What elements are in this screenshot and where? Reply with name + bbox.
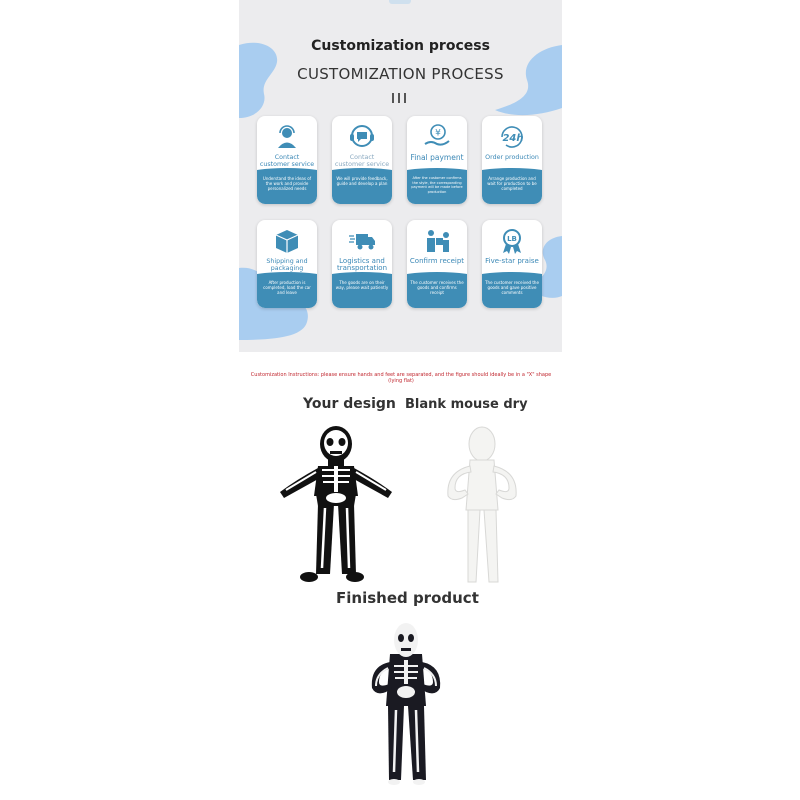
process-title: Customization process [311,38,490,54]
step-description-band: Arrange production and wait for producti… [482,168,542,204]
svg-text:¥: ¥ [435,129,441,139]
blank-mouse-dry-label: Blank mouse dry [405,397,528,412]
chat-bubble-icon [350,125,374,147]
courier-icon [427,230,449,252]
step-card-contact-service-1: Contact customer service Understand the … [257,116,317,204]
finished-product-label: Finished product [336,589,479,607]
step-description: The goods are on their way, please wait … [335,280,389,290]
step-description-band: After production is completed, load the … [257,272,317,308]
step-description: The customer receives the goods and conf… [410,280,464,295]
payment-hand-icon: ¥ [424,124,450,146]
step-label: Contact customer service [259,154,315,168]
step-label: Contact customer service [334,154,390,168]
clock-24h-icon: 24h [501,126,524,148]
finished-product-image [371,623,441,785]
badge-ribbon-icon: LB [503,229,521,254]
delivery-truck-icon [349,234,375,250]
step-description-band: We will provide feedback, guide and deve… [332,168,392,204]
package-box-icon [275,230,299,253]
step-description: We will provide feedback, guide and deve… [336,176,388,186]
step-description-band: After the customer confirms the style, t… [407,168,467,204]
process-subtitle: CUSTOMIZATION PROCESS [297,65,504,83]
step-label: Logistics and transportation [336,257,388,272]
step-card-five-star: LB Five-star praise The customer receive… [482,220,542,308]
step-card-order-production: 24h Order production Arrange production … [482,116,542,204]
step-description-band: The goods are on their way, please wait … [332,272,392,308]
step-label: Confirm receipt [409,257,465,265]
blank-figure-image [447,426,517,583]
customization-instructions: Customization Instructions: please ensur… [250,372,552,384]
step-description-band: The customer receives the goods and conf… [407,272,467,308]
step-description: After the customer confirms the style, t… [411,176,463,194]
step-card-confirm-receipt: Confirm receipt The customer receives th… [407,220,467,308]
your-design-label: Your design [303,396,396,412]
svg-text:24h: 24h [502,133,523,144]
customization-process-panel: Customization process CUSTOMIZATION PROC… [239,0,562,352]
step-card-contact-service-2: Contact customer service We will provide… [332,116,392,204]
step-description: The customer received the goods and gave… [485,280,539,295]
step-card-final-payment: ¥ Final payment After the customer confi… [407,116,467,204]
step-description-band: The customer received the goods and gave… [482,272,542,308]
top-tab-marker [389,0,411,4]
step-description-band: Understand the ideas of the work and pro… [257,168,317,204]
step-label: Final payment [410,153,464,162]
step-label: Five-star praise [485,257,539,265]
step-description: Arrange production and wait for producti… [487,176,537,191]
step-description: Understand the ideas of the work and pro… [262,176,312,191]
step-description: After production is completed, load the … [263,280,311,295]
step-card-shipping-packaging: Shipping and packaging After production … [257,220,317,308]
step-label: Order production [485,154,539,161]
your-design-skeleton-image [280,426,392,582]
divider-ticks [392,93,406,103]
svg-text:LB: LB [507,235,517,243]
step-card-logistics: Logistics and transportation The goods a… [332,220,392,308]
step-label: Shipping and packaging [266,258,308,272]
headset-icon [278,125,296,148]
